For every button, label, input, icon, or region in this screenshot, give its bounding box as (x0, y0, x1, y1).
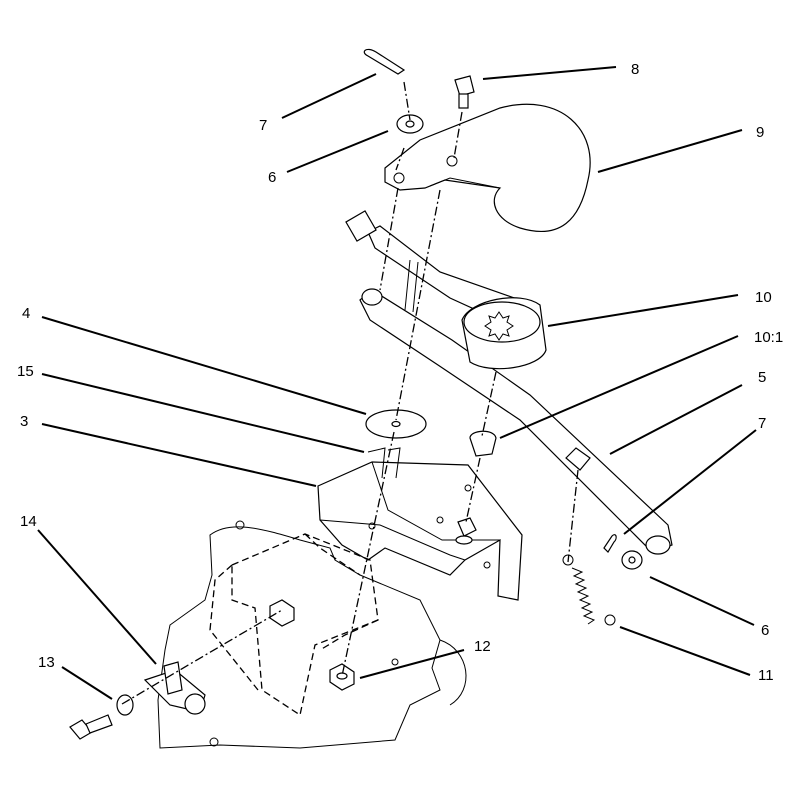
callout-3: 3 (20, 413, 28, 430)
callout-4: 4 (22, 305, 30, 322)
callout-14: 14 (20, 513, 37, 530)
callout-7-top: 7 (259, 117, 267, 134)
callout-6-top: 6 (268, 169, 276, 186)
assembly-lines (121, 81, 579, 705)
callout-labels: 7 8 9 6 10 10:1 4 15 5 3 7 14 6 13 12 11 (17, 61, 783, 684)
callout-8: 8 (631, 61, 639, 78)
lower-bracket-hidden (209, 533, 379, 717)
callout-9: 9 (756, 124, 764, 141)
bracket-plate (317, 461, 523, 601)
callout-7-right: 7 (758, 415, 766, 432)
pedal-pad (461, 297, 547, 370)
callout-13: 13 (38, 654, 55, 671)
callout-12: 12 (474, 638, 491, 655)
cam-plate (384, 103, 591, 233)
callout-15: 15 (17, 363, 34, 380)
hardware-items (69, 48, 643, 740)
callout-5: 5 (758, 369, 766, 386)
callout-11: 11 (758, 667, 774, 684)
callout-6-right: 6 (761, 622, 769, 639)
leader-lines (37, 66, 757, 700)
callout-10-1: 10:1 (754, 329, 783, 346)
callout-10: 10 (755, 289, 772, 306)
